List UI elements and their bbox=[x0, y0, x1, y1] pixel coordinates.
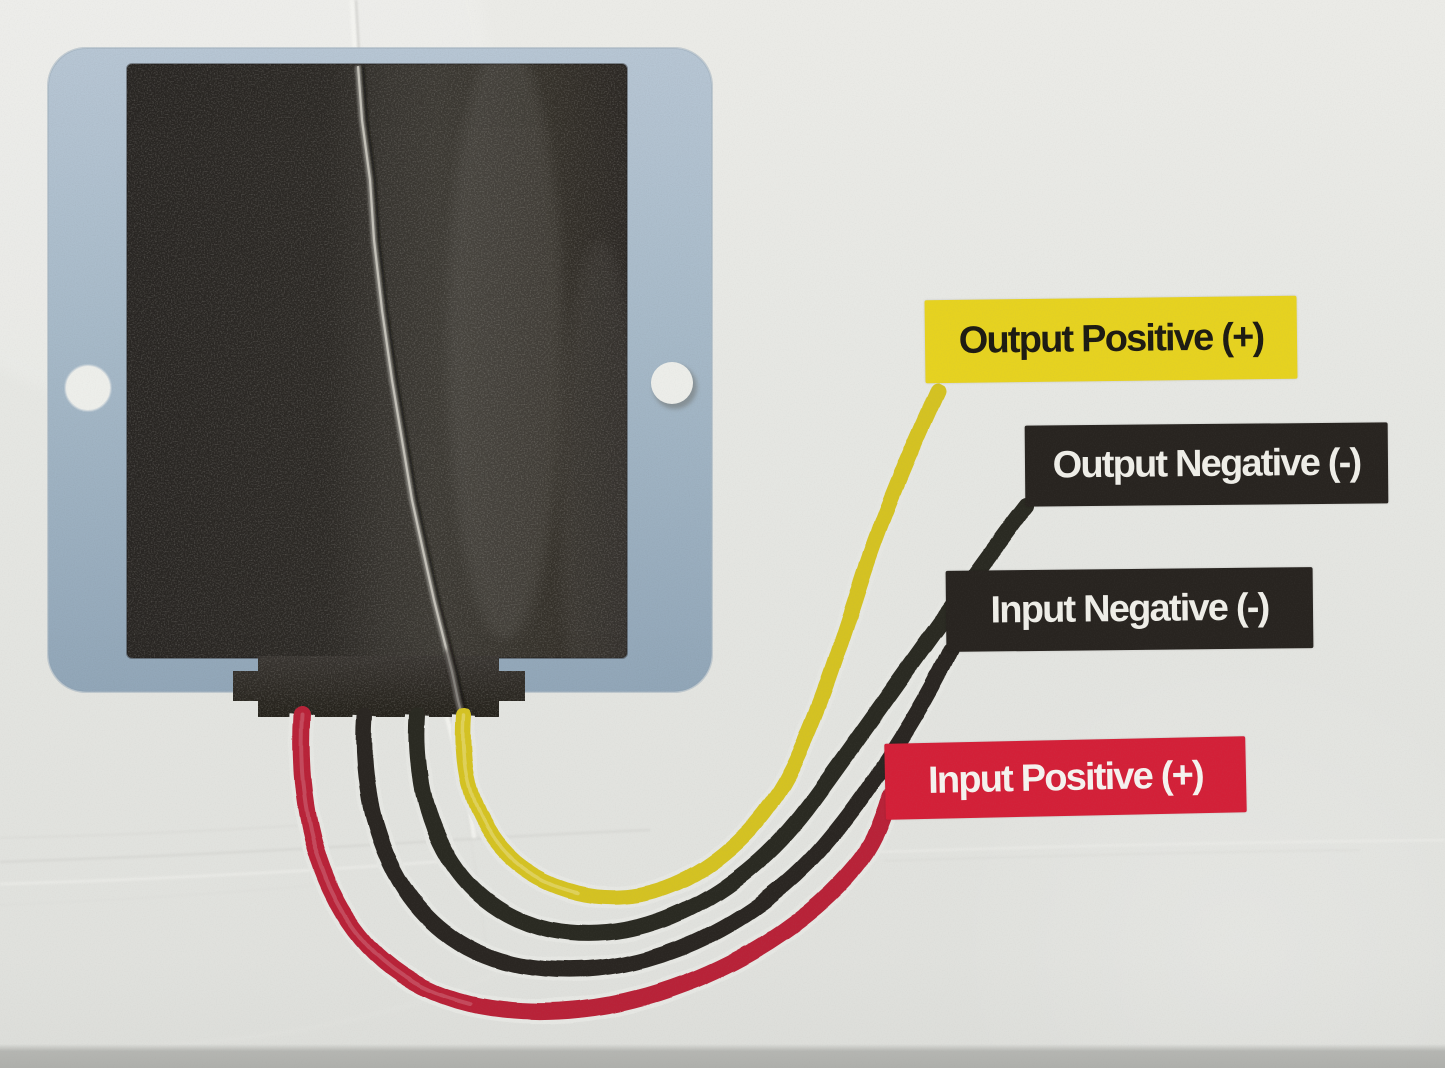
label-input-positive: Input Positive (+) bbox=[884, 736, 1247, 820]
label-input-negative: Input Negative (-) bbox=[945, 567, 1314, 652]
label-output-positive: Output Positive (+) bbox=[924, 295, 1298, 384]
mounting-hole-left bbox=[64, 364, 112, 412]
label-output-negative: Output Negative (-) bbox=[1024, 422, 1389, 507]
mounting-hole-right bbox=[651, 362, 693, 404]
voltage-converter-device bbox=[47, 47, 713, 731]
photo-bottom-band bbox=[0, 1044, 1445, 1068]
module-texture bbox=[127, 64, 627, 717]
